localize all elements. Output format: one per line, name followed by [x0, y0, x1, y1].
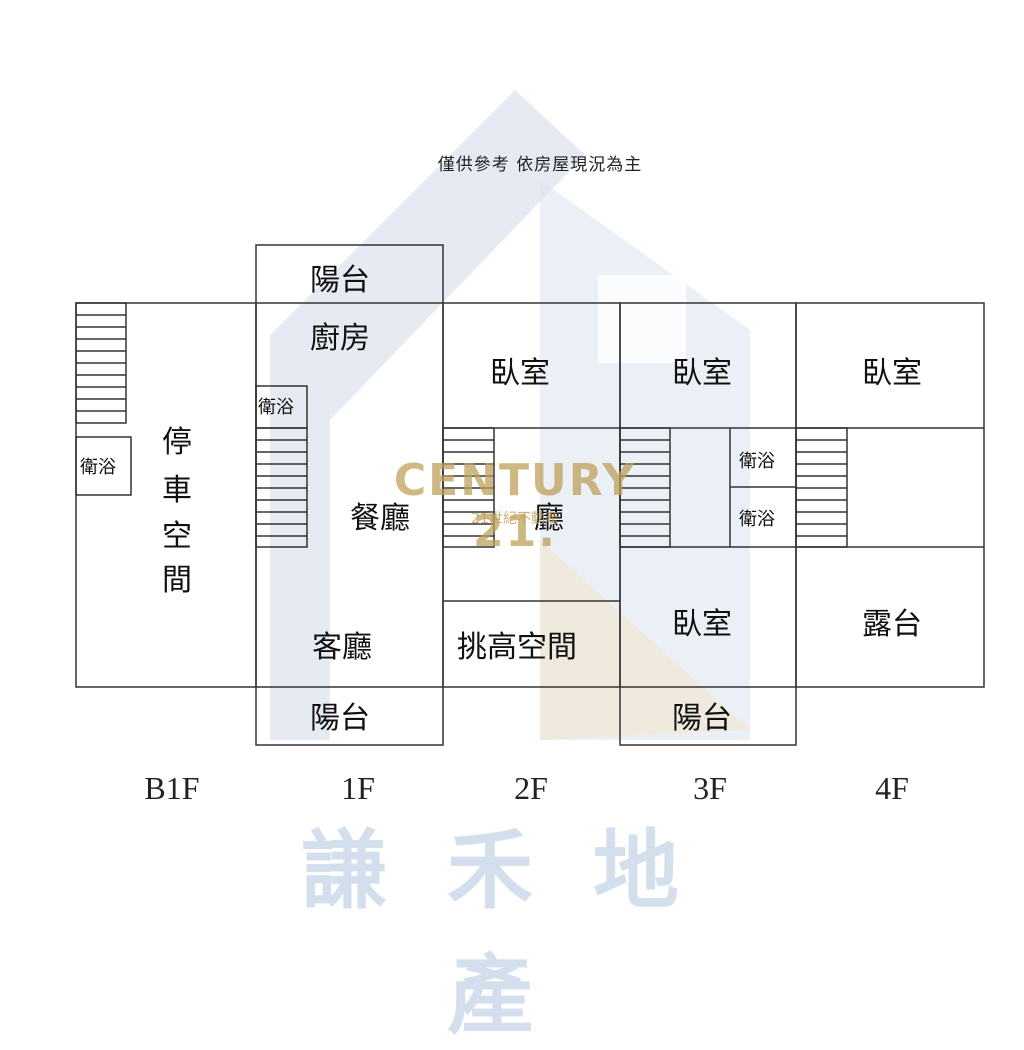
2f-hall-label: 廳	[534, 501, 564, 536]
3f-balcony-label: 陽台	[672, 701, 732, 736]
4f-terrace-label: 露台	[862, 607, 922, 642]
2f-stairs	[442, 427, 495, 548]
floor-label-3f: 3F	[693, 770, 727, 806]
b1f-parking-label: 停 車 空 間	[162, 425, 202, 598]
1f-balcony-bottom-label: 陽台	[310, 701, 370, 736]
1f-bath-label: 衛浴	[258, 397, 294, 418]
3f-stairs	[619, 427, 671, 548]
b1f-parking-char-1: 停	[162, 425, 192, 460]
b1f-parking-char-4: 間	[162, 563, 192, 598]
watermark-house-logo	[270, 90, 750, 740]
floor-label-2f: 2F	[514, 770, 548, 806]
floor-1f	[255, 244, 444, 746]
1f-living-label: 客廳	[312, 630, 372, 665]
century21-sub-watermark: 21世紀不動產	[471, 511, 559, 527]
floor-label-1f: 1F	[341, 770, 375, 806]
1f-dining-label: 餐廳	[350, 501, 410, 536]
1f-kitchen-label: 廚房	[310, 321, 370, 356]
b1f-bath-room	[75, 436, 132, 496]
company-watermark: 謙禾地產	[301, 821, 739, 1046]
3f-bath-1-label: 衛浴	[739, 451, 775, 472]
b1f-parking-char-2: 車	[162, 473, 192, 508]
4f-bedroom-label: 臥室	[862, 356, 922, 391]
2f-loft-label: 挑高空間	[457, 630, 577, 665]
century21-watermark: CENTURY 21.	[393, 455, 637, 557]
3f-bedroom-top-label: 臥室	[672, 356, 732, 391]
floor-4f	[795, 302, 985, 688]
1f-stairs	[255, 427, 308, 548]
3f-bedroom-bottom-label: 臥室	[672, 607, 732, 642]
2f-bedroom-label: 臥室	[490, 356, 550, 391]
floor-label-b1f: B1F	[144, 770, 200, 806]
floor-plan: 停 車 空 間 衛浴 陽台 廚房 衛浴 餐廳 客廳 陽台 臥室 廳 挑高空間 臥…	[75, 244, 985, 746]
b1f-parking-char-3: 空	[162, 519, 192, 554]
3f-bath-2-label: 衛浴	[739, 509, 775, 530]
disclaimer-note: 僅供參考 依房屋現況為主	[437, 155, 643, 175]
1f-balcony-top-label: 陽台	[310, 263, 370, 298]
4f-stairs	[795, 427, 848, 548]
floor-label-4f: 4F	[875, 770, 909, 806]
floor-b1f	[75, 302, 257, 688]
b1f-bath-label: 衛浴	[80, 457, 116, 478]
b1f-stairs	[75, 302, 127, 424]
